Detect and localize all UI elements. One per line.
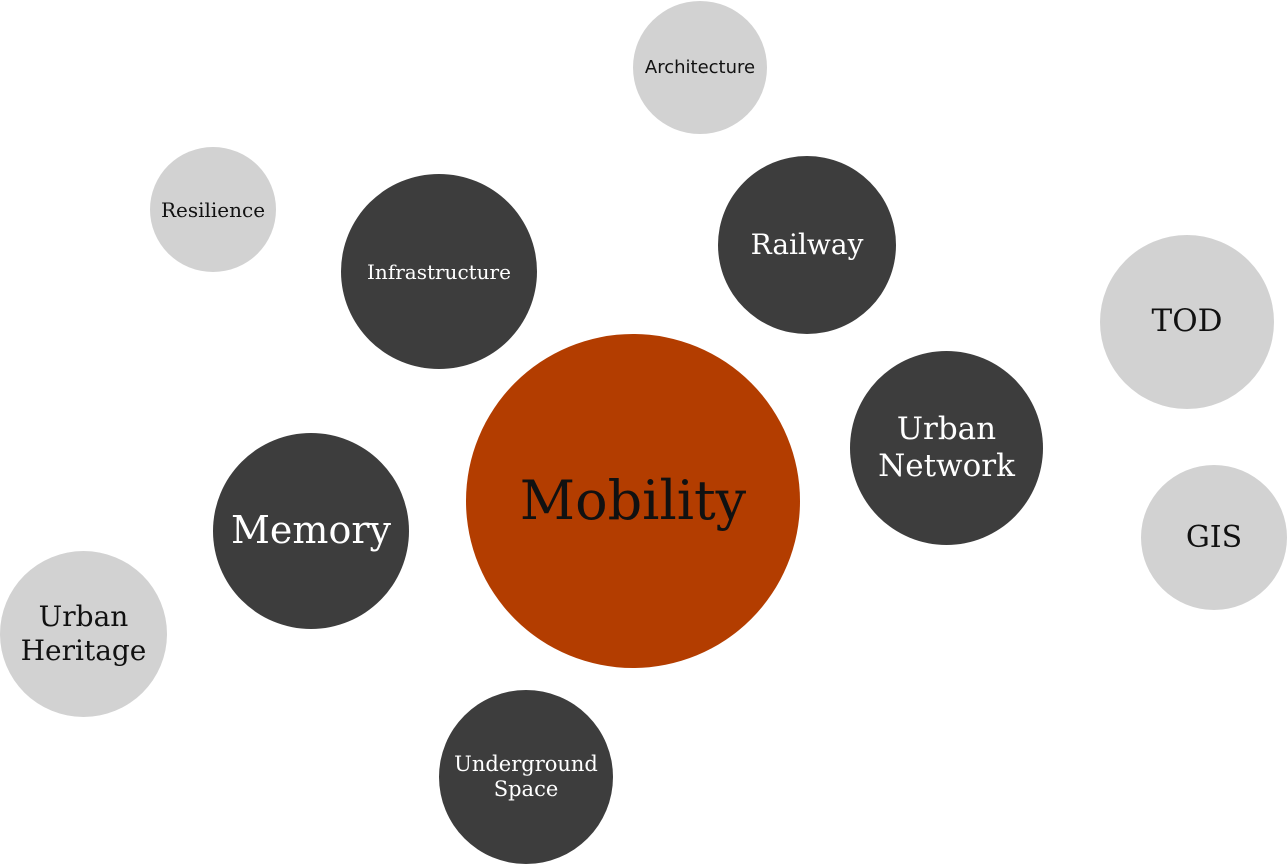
memory-bubble: Memory: [213, 433, 409, 629]
urban-heritage-bubble: Urban Heritage: [0, 551, 167, 717]
resilience-bubble: Resilience: [150, 147, 276, 272]
gis-bubble: GIS: [1141, 465, 1287, 610]
urban-heritage-label: Urban Heritage: [20, 600, 147, 667]
gis-label: GIS: [1185, 519, 1243, 555]
mobility-label: Mobility: [519, 468, 747, 532]
underground-space-label: Underground Space: [454, 751, 598, 801]
urban-network-bubble: Urban Network: [850, 351, 1043, 545]
urban-network-label: Urban Network: [878, 410, 1015, 484]
tod-label: TOD: [1151, 303, 1223, 340]
tod-bubble: TOD: [1100, 235, 1274, 409]
architecture-label: Architecture: [644, 56, 756, 78]
underground-space-bubble: Underground Space: [439, 690, 613, 864]
resilience-label: Resilience: [160, 197, 266, 222]
infrastructure-bubble: Infrastructure: [341, 174, 537, 369]
railway-label: Railway: [750, 228, 864, 262]
architecture-bubble: Architecture: [633, 1, 767, 134]
railway-bubble: Railway: [718, 156, 896, 334]
infrastructure-label: Infrastructure: [367, 259, 511, 284]
memory-label: Memory: [231, 508, 391, 553]
mobility-center-bubble: Mobility: [466, 334, 800, 668]
